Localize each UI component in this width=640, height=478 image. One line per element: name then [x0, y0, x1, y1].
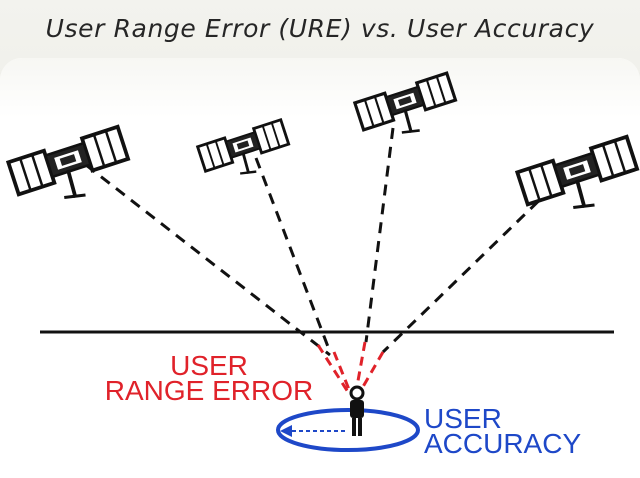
person-icon [349, 385, 365, 436]
satellite-icon [196, 118, 291, 175]
signal-line-1 [85, 163, 331, 357]
signal-lines [85, 127, 554, 357]
accuracy-ellipse [276, 408, 420, 452]
slide-title: User Range Error (URE) vs. User Accuracy [45, 14, 595, 43]
accuracy-label-line2: ACCURACY [424, 428, 581, 459]
satellite-icon [515, 134, 639, 210]
range-error-label-line2: RANGE ERROR [105, 375, 313, 406]
signal-line-2 [254, 157, 332, 353]
range-error-label-line1: USER [170, 350, 248, 381]
accuracy-label-line1: USER [424, 403, 502, 434]
signal-line-4 [381, 186, 554, 354]
range-error-segments [316, 341, 385, 393]
signal-line-3 [364, 127, 395, 343]
diagram-panel [0, 58, 640, 478]
satellite-icon [6, 124, 130, 200]
satellite-icon [353, 71, 458, 135]
